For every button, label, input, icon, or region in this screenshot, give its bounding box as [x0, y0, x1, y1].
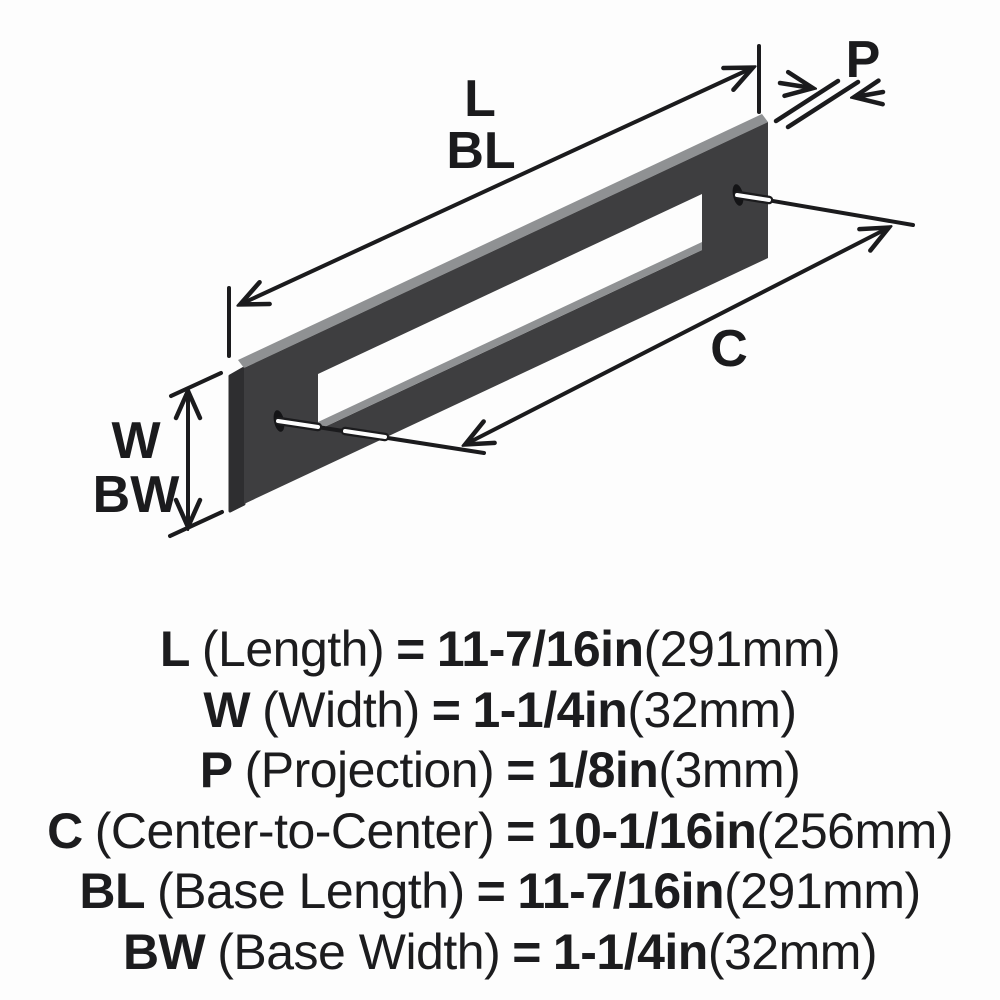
- spec-abbr: W: [203, 681, 251, 738]
- projection-arrow-right: [855, 92, 886, 97]
- dim-label-projection: P: [846, 31, 881, 89]
- dim-label-center-to-center: C: [710, 320, 748, 378]
- spec-abbr: BL: [79, 863, 146, 919]
- spec-equals: =: [476, 863, 506, 919]
- spec-line-width: W (Width) = 1-1/4in (32mm): [0, 680, 1000, 741]
- plate-left-side-face: [228, 366, 246, 513]
- spec-abbr: P: [199, 742, 233, 798]
- spec-value: 11-7/16in: [517, 863, 725, 919]
- spec-line-length: L (Length) = 11-7/16in (291mm): [0, 619, 1000, 680]
- spec-abbr: BW: [122, 923, 206, 980]
- spec-value: 1-1/4in: [472, 681, 628, 738]
- projection-dimension: [773, 78, 886, 130]
- spec-name: (Projection): [244, 742, 495, 798]
- dim-label-width: W: [111, 412, 161, 470]
- spec-equals: =: [506, 742, 535, 798]
- spec-line-base-width: BW (Base Width) = 1-1/4in (32mm): [0, 922, 1000, 983]
- leader-left-core-b: [343, 429, 387, 439]
- spec-metric: (32mm): [707, 923, 878, 980]
- length-dim-line: [241, 68, 752, 304]
- dim-label-base-length: BL: [446, 122, 515, 180]
- spec-equals: =: [431, 681, 461, 738]
- width-dimension: [168, 371, 224, 538]
- spec-name: (Width): [262, 681, 420, 738]
- projection-arrow-left: [777, 83, 812, 88]
- pull-handle-illustration: L BL P C W BW: [93, 31, 915, 538]
- projection-ext-line-back: [785, 79, 861, 130]
- spec-value: 1-1/4in: [552, 923, 708, 980]
- spec-equals: =: [396, 621, 425, 677]
- spec-metric: (32mm): [627, 681, 797, 738]
- dimension-specs: L (Length) = 11-7/16in (291mm) W (Width)…: [0, 619, 1000, 982]
- spec-metric: (256mm): [756, 802, 953, 859]
- spec-line-projection: P (Projection) = 1/8in (3mm): [0, 740, 1000, 801]
- spec-value: 1/8in: [546, 742, 659, 798]
- spec-metric: (3mm): [658, 742, 801, 798]
- dim-label-base-width: BW: [93, 466, 181, 524]
- leader-left-core-a: [276, 419, 320, 429]
- spec-abbr: C: [47, 802, 83, 859]
- spec-abbr: L: [159, 621, 191, 677]
- spec-name: (Center-to-Center): [94, 802, 495, 859]
- spec-line-center-to-center: C (Center-to-Center) = 10-1/16in (256mm): [0, 801, 1000, 862]
- dim-label-length: L: [464, 70, 496, 128]
- spec-name: (Length): [201, 621, 385, 677]
- spec-value: 10-1/16in: [546, 802, 757, 859]
- spec-equals: =: [506, 802, 535, 859]
- projection-ext-line-front: [773, 78, 841, 124]
- width-ext-tick-top: [169, 371, 223, 398]
- center-dim-line: [466, 228, 888, 444]
- spec-name: (Base Width): [217, 923, 501, 980]
- spec-name: (Base Length): [157, 863, 465, 919]
- spec-line-base-length: BL (Base Length) = 11-7/16in (291mm): [0, 861, 1000, 922]
- spec-metric: (291mm): [724, 863, 921, 919]
- spec-metric: (291mm): [643, 621, 841, 677]
- length-dimension: [227, 44, 761, 358]
- spec-equals: =: [512, 923, 541, 980]
- spec-value: 11-7/16in: [436, 621, 644, 677]
